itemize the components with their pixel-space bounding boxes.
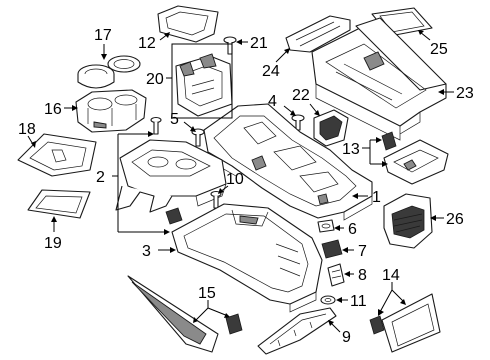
callout-19: 19 [44,235,62,252]
part-storage-pad [27,189,91,219]
callout-labels: 1 2 3 4 5 6 7 8 9 10 11 12 13 14 15 16 1… [18,27,474,346]
part-rear-vent [383,193,433,249]
part-trim-strip [285,15,351,53]
callout-16: 16 [44,101,62,118]
part-clip-6 [317,219,335,233]
part-side-trim-13 [381,131,449,185]
callout-2: 2 [96,169,105,186]
callout-24: 24 [262,63,280,80]
callout-15: 15 [198,285,216,302]
leader-lines [27,30,454,333]
part-front-console-panel [115,139,227,213]
callout-17: 17 [94,27,112,44]
callout-18: 18 [18,121,36,138]
part-lower-trim-rail [257,307,337,355]
callout-25: 25 [430,41,448,58]
part-cup-holder-rings [77,55,141,89]
part-side-panel-left [127,275,243,353]
part-side-panel-right [369,293,441,353]
part-connector-8 [327,263,345,287]
callout-26: 26 [446,211,464,228]
callout-4: 4 [268,93,277,110]
callout-12: 12 [138,35,156,52]
callout-7: 7 [358,243,367,260]
part-storage-tray-mat [17,133,97,177]
callout-14: 14 [382,267,400,284]
callout-8: 8 [358,267,367,284]
part-rear-bin-housing [311,17,447,141]
callout-20: 20 [146,71,164,88]
callout-5: 5 [170,111,179,128]
part-lower-console-base [171,203,323,313]
callout-22: 22 [292,87,310,104]
callout-9: 9 [342,329,351,346]
part-nut-11 [320,295,336,305]
callout-1: 1 [372,189,381,206]
part-screw-upper [150,116,162,135]
callout-3: 3 [142,243,151,260]
part-switch-7 [321,239,343,259]
part-clip-lower [165,207,183,225]
part-screw-21 [223,36,237,55]
callout-13: 13 [342,141,360,158]
callout-11: 11 [350,293,367,310]
callout-21: 21 [250,35,268,52]
part-bracket-assembly [175,53,233,117]
callout-23: 23 [456,85,474,102]
callout-6: 6 [348,221,357,238]
part-cup-holder-insert [75,89,147,133]
callout-10: 10 [226,171,244,188]
part-console-body [203,103,373,221]
part-switch-bezel [313,109,349,147]
part-armrest-lid-pad [157,5,219,43]
